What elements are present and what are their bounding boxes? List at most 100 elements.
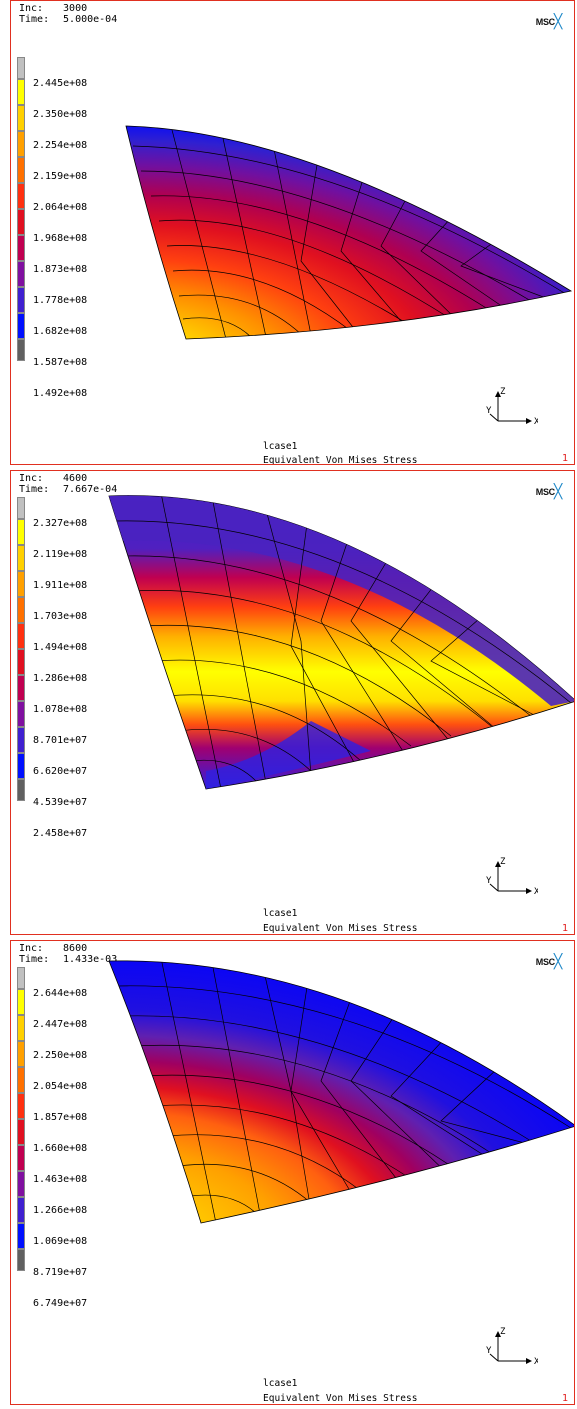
legend-swatch [17,1093,25,1119]
legend-swatch [17,989,25,1015]
legend-swatch [17,1041,25,1067]
legend-value: 1.492e+08 [33,388,88,399]
legend-value: 1.078e+08 [33,704,88,715]
legend-swatch [17,1197,25,1223]
legend-swatch [17,1249,25,1271]
legend-value: 2.119e+08 [33,549,88,560]
legend-swatch [17,1119,25,1145]
legend-swatch [17,727,25,753]
legend-value: 6.620e+07 [33,766,88,777]
increment-info: Inc: 4600 Time: 7.667e-04 [19,473,118,495]
legend-swatch [17,753,25,779]
legend-value: 8.701e+07 [33,735,88,746]
legend-value: 2.250e+08 [33,1050,88,1061]
color-legend [17,967,25,1271]
color-legend [17,57,25,361]
legend-value: 2.054e+08 [33,1081,88,1092]
svg-text:X: X [534,1357,538,1367]
legend-swatch [17,1067,25,1093]
legend-swatch [17,1145,25,1171]
page-number: 1 [561,923,568,934]
legend-value: 2.159e+08 [33,171,88,182]
legend-swatch [17,649,25,675]
coordinate-triad-icon: X Z Y [486,1327,538,1367]
legend-swatch [17,701,25,727]
result-panel-1: Inc: 3000 Time: 5.000e-04 MSC╳ 2.445e+08… [10,0,575,465]
legend-swatch [17,1171,25,1197]
legend-value: 1.682e+08 [33,326,88,337]
legend-value: 1.873e+08 [33,264,88,275]
coordinate-triad-icon: X Z Y [486,387,538,427]
legend-value: 1.911e+08 [33,580,88,591]
legend-value: 1.587e+08 [33,357,88,368]
legend-value: 1.660e+08 [33,1143,88,1154]
legend-value: 2.447e+08 [33,1019,88,1030]
page-number: 1 [561,1393,568,1404]
fem-mesh-contour [108,495,574,790]
svg-text:X: X [534,417,538,427]
legend-swatch [17,497,25,519]
legend-swatch [17,209,25,235]
legend-swatch [17,131,25,157]
loadcase-label: lcase1 [263,908,298,919]
legend-value: 1.857e+08 [33,1112,88,1123]
legend-value: 2.445e+08 [33,78,88,89]
fem-mesh-contour [108,960,574,1224]
msc-logo: MSC╳ [535,483,563,499]
legend-swatch [17,157,25,183]
legend-value: 4.539e+07 [33,797,88,808]
legend-value: 6.749e+07 [33,1298,88,1309]
increment-info: Inc: 3000 Time: 5.000e-04 [19,3,118,25]
svg-text:Y: Y [486,1346,492,1356]
legend-swatch [17,313,25,339]
legend-swatch [17,519,25,545]
legend-value: 2.644e+08 [33,988,88,999]
legend-swatch [17,287,25,313]
legend-swatch [17,675,25,701]
legend-swatch [17,105,25,131]
legend-swatch [17,571,25,597]
legend-swatch [17,183,25,209]
result-variable-label: Equivalent Von Mises Stress [263,923,418,934]
legend-swatch [17,1223,25,1249]
legend-swatch [17,545,25,571]
legend-value: 1.069e+08 [33,1236,88,1247]
legend-swatch [17,339,25,361]
legend-value: 1.494e+08 [33,642,88,653]
legend-value: 2.350e+08 [33,109,88,120]
result-panel-2: Inc: 4600 Time: 7.667e-04 MSC╳ 2.327e+08… [10,470,575,935]
msc-logo: MSC╳ [535,13,563,29]
loadcase-label: lcase1 [263,1378,298,1389]
legend-value: 8.719e+07 [33,1267,88,1278]
legend-value: 1.463e+08 [33,1174,88,1185]
legend-value: 2.327e+08 [33,518,88,529]
legend-swatch [17,779,25,801]
legend-swatch [17,261,25,287]
result-variable-label: Equivalent Von Mises Stress [263,455,418,465]
legend-value: 2.064e+08 [33,202,88,213]
legend-swatch [17,623,25,649]
svg-text:Z: Z [500,387,506,397]
legend-swatch [17,235,25,261]
legend-value: 1.778e+08 [33,295,88,306]
legend-swatch [17,597,25,623]
increment-info: Inc: 8600 Time: 1.433e-03 [19,943,118,965]
legend-value: 1.703e+08 [33,611,88,622]
svg-text:Z: Z [500,1327,506,1337]
result-variable-label: Equivalent Von Mises Stress [263,1393,418,1404]
color-legend [17,497,25,801]
coordinate-triad-icon: X Z Y [486,857,538,897]
legend-swatch [17,1015,25,1041]
legend-swatch [17,57,25,79]
svg-text:Y: Y [486,406,492,416]
svg-text:X: X [534,887,538,897]
legend-swatch [17,967,25,989]
legend-swatch [17,79,25,105]
svg-text:Z: Z [500,857,506,867]
legend-value: 1.266e+08 [33,1205,88,1216]
msc-logo: MSC╳ [535,953,563,969]
legend-value: 2.254e+08 [33,140,88,151]
legend-value: 1.968e+08 [33,233,88,244]
result-panel-3: Inc: 8600 Time: 1.433e-03 MSC╳ 2.644e+08… [10,940,575,1405]
loadcase-label: lcase1 [263,441,298,452]
